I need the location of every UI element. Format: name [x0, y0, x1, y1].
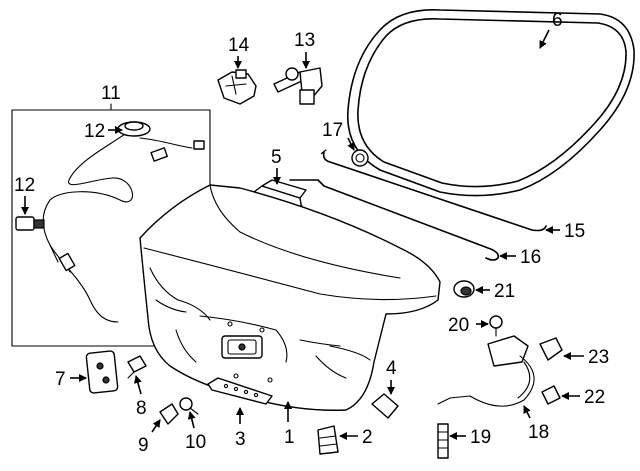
callout-19: 19 [470, 427, 491, 448]
callout-5: 5 [271, 147, 282, 168]
callout-10: 10 [185, 432, 206, 453]
bolt-20 [489, 315, 503, 337]
bolt-19 [437, 423, 449, 459]
callout-16: 16 [520, 247, 541, 268]
striker [539, 337, 563, 361]
callout-6: 6 [552, 10, 563, 31]
latch-assembly [437, 335, 535, 407]
callout-21: 21 [494, 281, 515, 302]
cable-assembly-box [11, 103, 211, 347]
torsion-rod-lower [289, 179, 500, 261]
callout-4: 4 [386, 358, 397, 379]
callout-20: 20 [448, 315, 469, 336]
trunk-lid [139, 184, 441, 411]
callout-7: 7 [55, 369, 66, 390]
callout-2: 2 [362, 427, 373, 448]
leader-lines [21, 29, 584, 440]
screw-10 [179, 397, 199, 415]
callout-22: 22 [584, 387, 605, 408]
latch-bracket [217, 69, 257, 105]
garnish-strip [207, 377, 273, 405]
callout-13: 13 [294, 30, 315, 51]
callout-11: 11 [101, 83, 121, 104]
callout-12-top: 12 [84, 121, 105, 142]
cushion [317, 425, 339, 455]
bumper-stop [351, 149, 369, 167]
callout-labels: 1 2 3 4 5 6 7 8 9 10 11 12 12 13 14 15 1… [14, 10, 609, 456]
callout-12-left: 12 [14, 175, 35, 196]
clip-9 [159, 403, 179, 425]
callout-9: 9 [138, 435, 149, 456]
callout-8: 8 [136, 398, 147, 419]
callout-14: 14 [228, 35, 250, 56]
rubber-grommet [453, 280, 475, 298]
bolt-8 [127, 355, 147, 379]
clip-22 [541, 385, 561, 405]
callout-18: 18 [528, 422, 549, 443]
torsion-rod-upper [320, 149, 547, 232]
cap-4 [371, 393, 399, 419]
weatherstrip-seal [347, 9, 635, 197]
callout-1: 1 [284, 427, 295, 448]
callout-23: 23 [588, 347, 609, 368]
callout-15: 15 [564, 221, 585, 242]
callout-17: 17 [322, 120, 343, 141]
callout-3: 3 [235, 429, 246, 450]
lock-cylinder [273, 67, 323, 105]
lamp-socket [85, 350, 119, 394]
